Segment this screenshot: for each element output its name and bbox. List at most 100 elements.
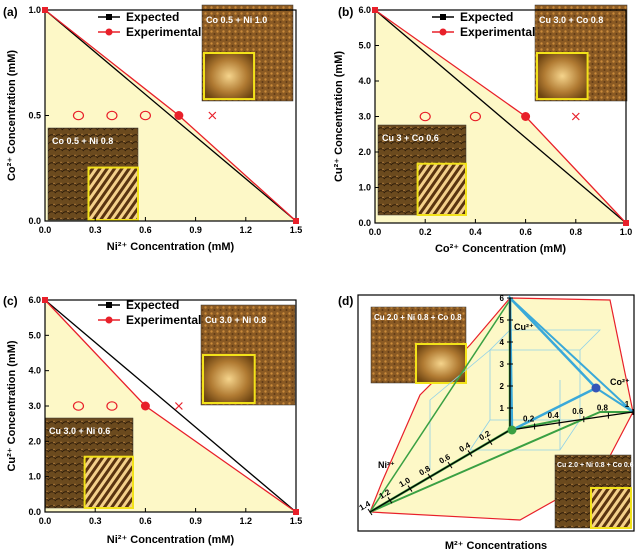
end-point-marker bbox=[372, 7, 378, 13]
y-tick-label: 3.0 bbox=[358, 112, 371, 122]
y-axis-label: Cu²⁺ Concentration (mM) bbox=[333, 51, 345, 182]
y-tick-label: 0.0 bbox=[28, 216, 41, 226]
open-circle-point bbox=[106, 401, 118, 411]
open-circle-point bbox=[72, 401, 85, 411]
y-tick-label: 6.0 bbox=[358, 5, 371, 15]
x-axis-label: Ni²⁺ Concentration (mM) bbox=[107, 534, 235, 546]
ni-axis-name: Ni²⁺ bbox=[378, 460, 395, 470]
x-tick-label: 0.2 bbox=[419, 227, 432, 237]
panel-label: (a) bbox=[3, 5, 18, 19]
panel-label: (c) bbox=[3, 294, 18, 308]
cu-tick-label: 3 bbox=[500, 360, 505, 369]
inset-label: Cu 3.0 + Co 0.8 bbox=[539, 15, 603, 25]
panel-label: (d) bbox=[338, 294, 353, 308]
legend-experimental-marker bbox=[105, 28, 113, 36]
open-circle-point bbox=[72, 110, 85, 121]
end-point-marker bbox=[293, 509, 299, 515]
co-axis bbox=[509, 411, 634, 431]
afm-inset-top: Cu 2.0 + Ni 0.8 + Co 0.8 bbox=[370, 306, 467, 384]
y-axis-label: Cu²⁺ Concentration (mM) bbox=[6, 340, 18, 471]
experimental-point bbox=[174, 111, 184, 120]
ni-axis bbox=[369, 429, 511, 513]
y-tick-label: 4.0 bbox=[358, 76, 371, 86]
afm-inset-bottom: Cu 3.0 + Ni 0.6 bbox=[44, 417, 134, 510]
afm-inset-top: Cu 3.0 + Co 0.8 bbox=[534, 4, 628, 102]
y-tick-label: 1.0 bbox=[28, 472, 41, 482]
zoom-box bbox=[203, 52, 256, 101]
co-tick-label: 1 bbox=[625, 400, 630, 409]
open-circle-point bbox=[419, 111, 431, 122]
x-tick-label: 1.5 bbox=[290, 225, 303, 235]
x-tick-label: 0.0 bbox=[39, 516, 52, 526]
co-tick-label: 0.4 bbox=[548, 411, 560, 420]
inset-label: Cu 3.0 + Ni 0.6 bbox=[49, 426, 110, 436]
ni-tick-mark bbox=[367, 508, 373, 516]
y-tick-label: 4.0 bbox=[28, 366, 41, 376]
series-expected-line bbox=[44, 9, 297, 222]
legend-expected-marker bbox=[440, 14, 446, 20]
zoom-box bbox=[83, 455, 134, 510]
x-tick-label: 1.2 bbox=[240, 516, 253, 526]
x-tick-label: 0.6 bbox=[139, 516, 152, 526]
ni-tick-mark bbox=[407, 485, 413, 492]
ni-tick-mark bbox=[447, 461, 453, 469]
ni-tick-mark bbox=[387, 497, 393, 504]
guide-line bbox=[489, 329, 601, 351]
experimental-point bbox=[521, 112, 531, 121]
experimental-point bbox=[140, 401, 150, 411]
zoom-box bbox=[416, 162, 468, 216]
cu-tick-label: 2 bbox=[500, 382, 505, 391]
guide-line bbox=[469, 380, 581, 451]
end-point-marker bbox=[293, 218, 299, 224]
inset-label: Cu 3.0 + Ni 0.8 bbox=[205, 315, 266, 325]
y-tick-label: 0.0 bbox=[358, 218, 371, 228]
ni-tick-mark bbox=[487, 438, 493, 445]
cross-point bbox=[571, 112, 580, 121]
inset-label: Cu 3 + Co 0.6 bbox=[382, 133, 439, 143]
inset-label: Co 0.5 + Ni 0.8 bbox=[52, 136, 113, 146]
end-point-marker bbox=[42, 7, 48, 13]
legend-experimental-marker bbox=[105, 316, 113, 324]
y-tick-label: 3.0 bbox=[28, 401, 41, 411]
end-point-marker bbox=[42, 297, 48, 303]
cu-tick-label: 5 bbox=[500, 316, 505, 325]
open-circle-point bbox=[139, 110, 151, 121]
y-axis-label: Co²⁺ Concentration (mM) bbox=[6, 50, 18, 181]
green-diagonal bbox=[369, 299, 511, 513]
legend-experimental-label: Experimental bbox=[460, 25, 535, 39]
cu-tick-label: 6 bbox=[500, 294, 505, 303]
y-tick-label: 5.0 bbox=[358, 41, 371, 51]
cross-point bbox=[208, 111, 217, 120]
ni-tick-mark bbox=[467, 450, 473, 457]
composition-point-green bbox=[507, 425, 517, 435]
legend-expected-marker bbox=[106, 302, 112, 308]
panel-label: (b) bbox=[338, 5, 353, 19]
afm-inset-top: Co 0.5 + Ni 1.0 bbox=[201, 4, 294, 102]
co-tick-label: 0.6 bbox=[572, 407, 584, 416]
legend-expected-marker bbox=[106, 14, 112, 20]
zoom-box bbox=[590, 487, 632, 529]
zoom-box bbox=[536, 52, 589, 101]
co-axis-name: Co²⁺ bbox=[610, 377, 630, 387]
y-tick-label: 2.0 bbox=[358, 147, 371, 157]
x-axis-label: Co²⁺ Concentration (mM) bbox=[435, 243, 566, 255]
end-point-marker bbox=[623, 220, 629, 226]
x-tick-label: 0.8 bbox=[570, 227, 583, 237]
legend-experimental-label: Experimental bbox=[126, 25, 201, 39]
legend-expected-label: Expected bbox=[460, 10, 513, 24]
x-tick-label: 0.9 bbox=[189, 225, 202, 235]
panel-d: Cu 2.0 + Ni 0.8 + Co 0.8Cu 2.0 + Ni 0.8 … bbox=[338, 294, 635, 552]
ni-tick-mark bbox=[427, 473, 433, 481]
cyan-edges bbox=[509, 297, 634, 413]
open-circle-point bbox=[106, 110, 118, 121]
cu-tick-label: 1 bbox=[500, 404, 505, 413]
x-tick-label: 0.3 bbox=[89, 225, 102, 235]
series-expected-line bbox=[374, 9, 627, 224]
x-tick-label: 1.5 bbox=[290, 516, 303, 526]
legend-experimental-label: Experimental bbox=[126, 313, 201, 327]
afm-inset-bottom: Cu 3 + Co 0.6 bbox=[377, 124, 468, 216]
cross-point bbox=[174, 402, 183, 410]
x-tick-label: 0.0 bbox=[369, 227, 382, 237]
